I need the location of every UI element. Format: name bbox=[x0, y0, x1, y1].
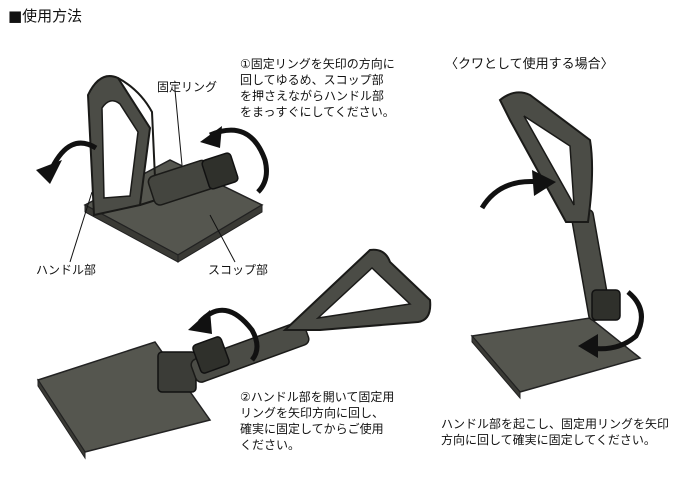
hoe-line: ハンドル部を起こし、固定用リングを矢印 bbox=[441, 417, 670, 431]
opened-shovel-figure bbox=[36, 248, 432, 460]
fixing-ring-part bbox=[201, 152, 239, 190]
step1-line: ①固定リングを矢印の方向に bbox=[240, 57, 395, 71]
hoe-blade bbox=[470, 317, 642, 393]
step1-line: を押さえながらハンドル部 bbox=[240, 89, 385, 103]
rotate-arrow-3 bbox=[589, 290, 644, 352]
label-handle: ハンドル部 bbox=[36, 263, 97, 277]
step1-line: をまっすぐにしてください。 bbox=[240, 105, 395, 119]
step1-instructions: ①固定リングを矢印の方向に 回してゆるめ、スコップ部 を押さえながらハンドル部 … bbox=[240, 56, 395, 120]
folded-shovel-figure bbox=[36, 75, 269, 263]
raise-arrow bbox=[479, 179, 541, 210]
step2-line: ください。 bbox=[240, 438, 301, 452]
hoe-instructions: ハンドル部を起こし、固定用リングを矢印 方向に回して確実に固定してください。 bbox=[441, 416, 669, 448]
rotate-arrow-2 bbox=[198, 307, 260, 362]
step2-line: リングを矢印方向に回し、 bbox=[240, 406, 385, 420]
fixing-ring-part-3 bbox=[591, 289, 621, 321]
page-title: ■使用方法 bbox=[8, 7, 83, 25]
unfold-arrow-left bbox=[49, 140, 98, 170]
hoe-mode-heading: 〈クワとして使用する場合〉 bbox=[445, 57, 614, 72]
rotate-arrow-right bbox=[209, 127, 269, 194]
label-scoop: スコップ部 bbox=[208, 263, 269, 277]
step1-line: 回してゆるめ、スコップ部 bbox=[240, 73, 384, 87]
label-fixing-ring: 固定リング bbox=[157, 80, 218, 94]
hoe-line: 方向に回して確実に固定してください。 bbox=[441, 433, 656, 447]
fixing-ring-part-2 bbox=[192, 336, 230, 374]
step2-line: 確実に固定してからご使用 bbox=[240, 422, 384, 436]
step2-instructions: ②ハンドル部を開いて固定用 リングを矢印方向に回し、 確実に固定してからご使用 … bbox=[240, 389, 394, 453]
hoe-mode-figure bbox=[470, 91, 644, 400]
hoe-handle bbox=[498, 91, 594, 223]
step2-line: ②ハンドル部を開いて固定用 bbox=[240, 390, 395, 404]
